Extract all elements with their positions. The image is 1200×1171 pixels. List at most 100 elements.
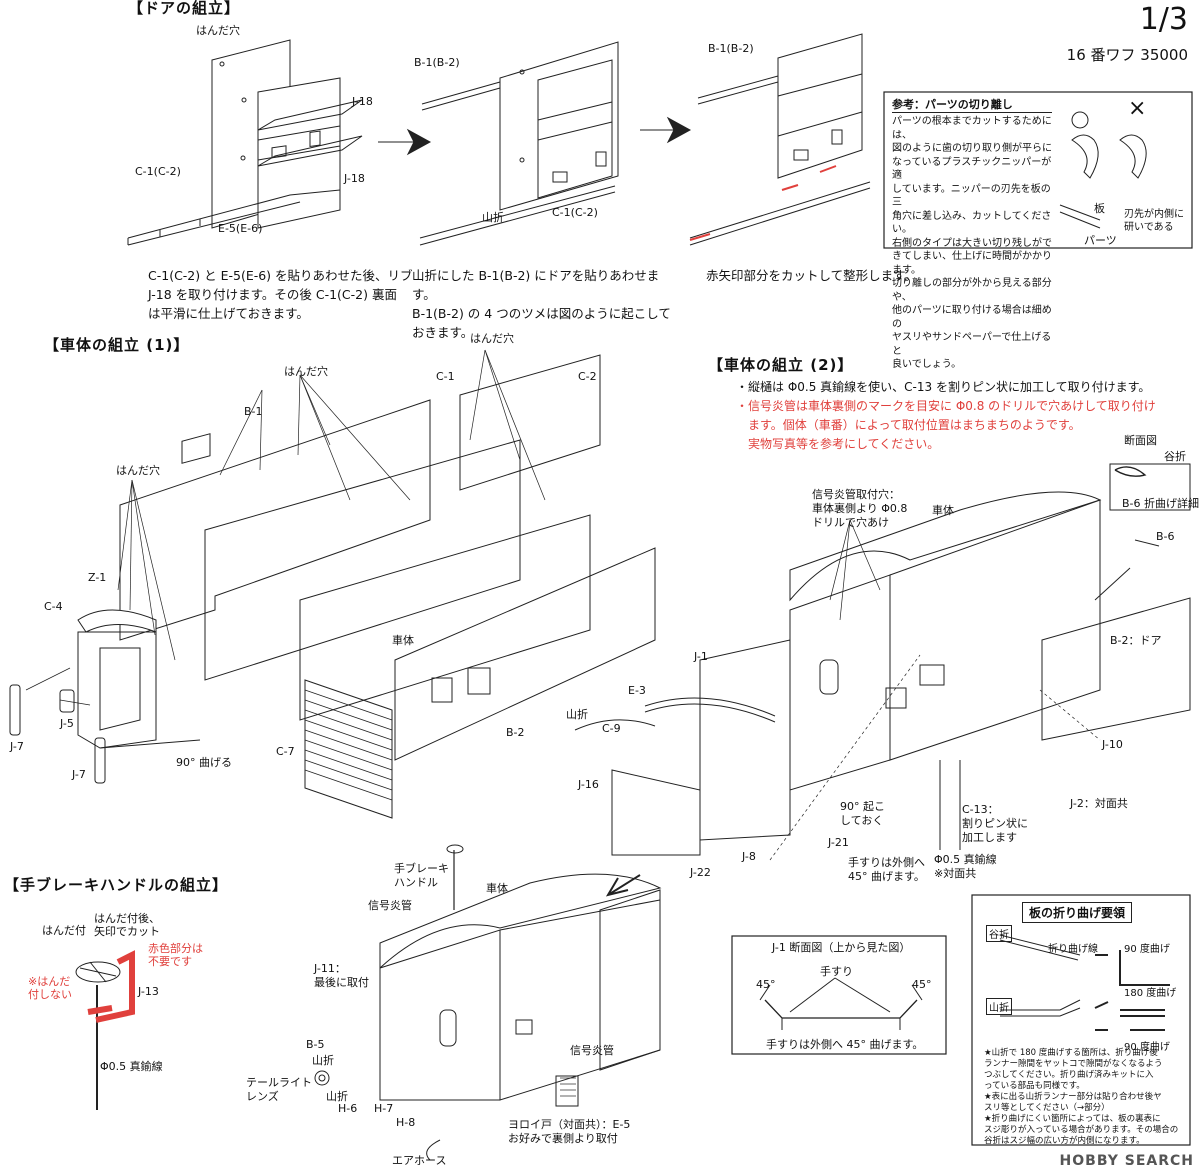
- fold-box-title: 板の折り曲げ要領: [1022, 902, 1133, 923]
- final-shatai-label: 車体: [486, 882, 508, 895]
- body2-b6-label: B-6: [1156, 530, 1175, 543]
- body1-b1-label: B-1: [244, 405, 263, 418]
- body2-c9-label: C-9: [602, 722, 621, 735]
- body2-drawing: [574, 463, 1191, 861]
- body2-e3-label: E-3: [628, 684, 646, 697]
- fold-taniori-label: 谷折: [986, 925, 1012, 942]
- door-b1-label-a: B-1(B-2): [414, 56, 460, 69]
- brake-section-title: 【手ブレーキハンドルの組立】: [4, 876, 229, 894]
- brake-red-label: 赤色部分は不要です: [148, 942, 203, 968]
- body1-c1-label: C-1: [436, 370, 455, 383]
- reference-note-title: 参考：パーツの切り離し: [892, 96, 1052, 113]
- door-j18-label-b: J-18: [344, 172, 365, 185]
- door-caption-2: 山折にした B-1(B-2) にドアを貼りあわせます。 B-1(B-2) の 4…: [412, 268, 671, 340]
- reference-note: 参考：パーツの切り離し パーツの根本までカットするためには、図のように歯の切り取…: [892, 96, 1052, 372]
- body1-j5-label: J-5: [60, 717, 74, 730]
- product-name: 16 番ワフ 35000: [1066, 46, 1188, 64]
- fold-yamaori-label: 山折: [986, 998, 1012, 1015]
- final-h7-label: H-7: [374, 1102, 394, 1115]
- cross-mark: ×: [1128, 96, 1147, 121]
- j1-deg-right: 45°: [912, 978, 932, 991]
- fold-90b-label: 90 度曲げ: [1124, 1042, 1170, 1053]
- brake-after-label: はんだ付後、矢印でカット: [94, 912, 160, 938]
- body1-c4-label: C-4: [44, 600, 63, 613]
- fold-notes: ★山折で 180 度曲げする箇所は、折り曲げ後ランナー隙間をヤットコで隙間がなく…: [984, 1048, 1179, 1146]
- j1-section-title: J-1 断面図（上から見た図）: [772, 941, 911, 954]
- body2-notes: ・縦樋は Φ0.5 真鍮線を使い、C-13 を割りピン状に加工して取り付けます。…: [736, 380, 1156, 451]
- brake-wire-label: Φ0.5 真鍮線: [100, 1060, 163, 1073]
- body2-section-label: 断面図: [1124, 434, 1157, 447]
- body2-j21-label: J-21: [828, 836, 849, 849]
- page-number: 1/3: [1139, 2, 1188, 37]
- final-airhose-label: エアホース: [392, 1154, 447, 1167]
- door-step3-drawing: [689, 33, 871, 246]
- brake-j13-label: J-13: [138, 985, 159, 998]
- door-step2-drawing: [419, 41, 619, 246]
- body1-section-title: 【車体の組立 (1)】: [44, 336, 190, 354]
- body1-c7-label: C-7: [276, 745, 295, 758]
- hand-brake-drawing: [75, 950, 135, 1110]
- body1-b2-label: B-2: [506, 726, 525, 739]
- body2-j10-label: J-10: [1102, 738, 1123, 751]
- j1-deg-left: 45°: [756, 978, 776, 991]
- body1-c2-label: C-2: [578, 370, 597, 383]
- fold-line-label: 折り曲げ線: [1048, 944, 1098, 955]
- fold-box: [971, 894, 1191, 1146]
- door-section-title: 【ドアの組立】: [128, 0, 241, 17]
- final-handle-label: 手ブレーキハンドル: [394, 862, 449, 889]
- door-c1-label-b: C-1(C-2): [552, 206, 598, 219]
- nipper-drawing: [1059, 111, 1147, 229]
- body2-j22-label: J-22: [690, 866, 711, 879]
- final-signal2-label: 信号炎管: [570, 1044, 614, 1057]
- body1-solder-c: はんだ穴: [116, 464, 160, 477]
- parts-label: パーツ: [1084, 234, 1117, 247]
- door-yamaori-label: 山折: [482, 211, 504, 224]
- j1-handrail-label: 手すり: [820, 965, 853, 978]
- body2-b2door-label: B-2：ドア: [1110, 634, 1162, 647]
- body1-shatai-label: 車体: [392, 634, 414, 647]
- body2-j16-label: J-16: [578, 778, 599, 791]
- j1-section-box: [731, 935, 947, 1055]
- body1-drawing: [9, 349, 656, 819]
- body2-wire-label: Φ0.5 真鍮線※対面共: [934, 853, 997, 880]
- body2-j8-label: J-8: [742, 850, 756, 863]
- body1-solder-b: はんだ穴: [284, 365, 328, 378]
- body2-c13-label: C-13：割りピン状に加工します: [962, 803, 1028, 844]
- door-step1-drawing: [127, 39, 363, 246]
- final-h8-label: H-8: [396, 1116, 416, 1129]
- body2-b6-detail-label: B-6 折曲げ詳細: [1122, 497, 1200, 510]
- door-c1-label: C-1(C-2): [135, 165, 181, 178]
- body2-taniori-label: 谷折: [1164, 450, 1186, 463]
- final-h6-label: H-6: [338, 1102, 358, 1115]
- body1-z1-label: Z-1: [88, 571, 107, 584]
- brake-solder-label: はんだ付: [42, 924, 86, 937]
- fold-90a-label: 90 度曲げ: [1124, 944, 1170, 955]
- warn-label: 刃先が内側に研いである: [1124, 209, 1184, 233]
- j1-caption: 手すりは外側へ 45° 曲げます。: [766, 1038, 924, 1051]
- door-solder-label: はんだ穴: [196, 24, 240, 37]
- door-j18-label-a: J-18: [352, 95, 373, 108]
- body2-yamaori-label: 山折: [566, 708, 588, 721]
- body1-j7-label-a: J-7: [10, 740, 24, 753]
- ita-label: 板: [1094, 202, 1105, 215]
- brake-nosolder-label: ※はんだ付しない: [28, 975, 72, 1001]
- final-b5-label: B-5: [306, 1038, 325, 1051]
- door-caption-1: C-1(C-2) と E-5(E-6) を貼りあわせた後、リブ J-18 を取り…: [148, 268, 413, 321]
- final-yamaori1-label: 山折: [312, 1054, 334, 1067]
- fold-180-label: 180 度曲げ: [1124, 988, 1177, 999]
- final-signal-label: 信号炎管: [368, 899, 412, 912]
- door-b1-label-b: B-1(B-2): [708, 42, 754, 55]
- body2-shatai-label: 車体: [932, 504, 954, 517]
- body1-bend-label: 90° 曲げる: [176, 756, 232, 769]
- final-j11-label: J-11：最後に取付: [314, 962, 369, 989]
- final-tail-label: テールライトレンズ: [246, 1076, 312, 1103]
- body2-j1-label: J-1: [694, 650, 708, 663]
- watermark: HOBBY SEARCH: [1059, 1153, 1194, 1169]
- door-caption-3: 赤矢印部分をカットして整形します。: [706, 268, 917, 283]
- body1-solder-a: はんだ穴: [470, 332, 514, 345]
- body2-bend90-label: 90° 起こしておく: [840, 800, 885, 827]
